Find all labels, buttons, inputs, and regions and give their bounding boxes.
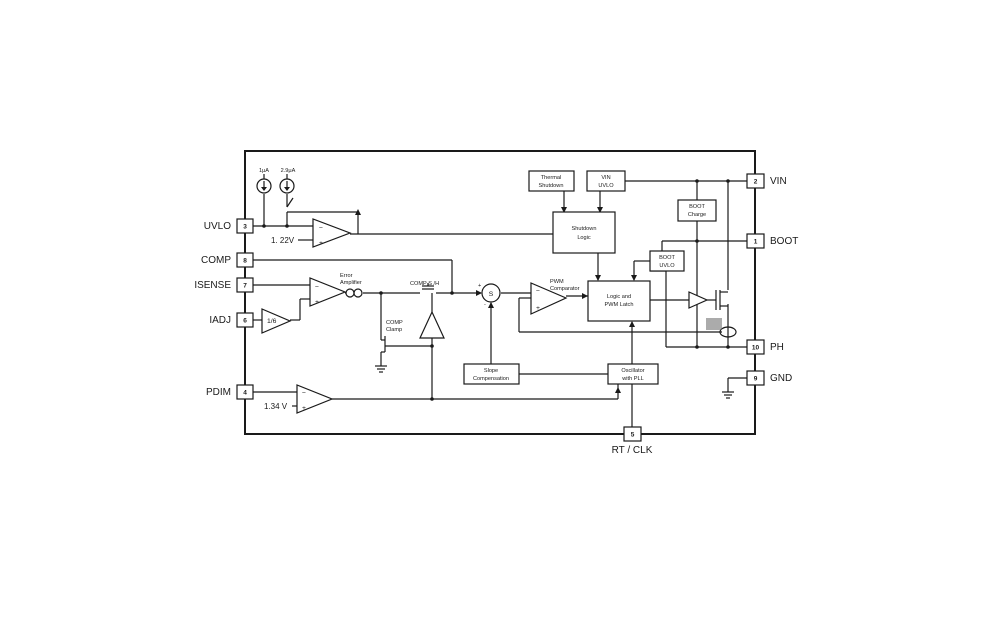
pin-boot-label: BOOT [770,236,798,247]
pdim-comp-plus: + [302,405,306,412]
wiring [253,180,747,427]
slope-comp-line2: Compensation [473,376,509,382]
pin-uvlo-number: 3 [243,224,247,231]
pwm-comparator-icon [530,282,568,315]
error-amplifier-icon [309,277,363,307]
boot-charge-line2: Charge [688,212,706,218]
junction-dots [262,179,730,401]
current-1ua-label: 1μA [259,168,269,174]
pdim-comp-minus: − [302,390,306,397]
logic-latch-line1: Logic and [607,294,631,300]
pin-rtclk-label: RT / CLK [612,445,653,456]
pin-vin-label: VIN [770,176,787,187]
pdim-comparator-icon [296,384,334,414]
vin-uvlo-block [586,170,626,192]
logic-pwm-latch-block [587,280,651,322]
pin-pdim-number: 4 [243,390,247,397]
pin-uvlo-label: UVLO [204,221,231,232]
pin-iadj-number: 6 [243,318,247,325]
slope-compensation-block [463,363,520,385]
comp-sh-label: COMP S /H [410,281,439,287]
current-source-2.9ua-icon [279,174,295,194]
pin-ph-box [746,339,765,355]
pin-uvlo-box [236,218,254,234]
thermal-shutdown-line1: Thermal [541,175,562,181]
uvlo-comp-minus: − [319,225,323,232]
thermal-shutdown-block [528,170,575,192]
oscillator-line2: with PLL [621,376,643,382]
vin-uvlo-line2: UVLO [598,183,614,189]
gate-driver-icon [688,291,709,309]
pwm-comp-minus: − [536,288,540,295]
oscillator-pll-block [607,363,659,385]
pin-boot-number: 1 [754,239,758,246]
comp-clamp-label-1: COMP [386,320,403,326]
pin-comp-box [236,252,254,268]
error-amp-minus: − [315,284,319,291]
pin-comp-number: 8 [243,258,247,265]
pin-vin-box [746,173,765,189]
logic-latch-line2: PWM Latch [605,302,634,308]
boot-charge-block [677,199,717,222]
pwm-comp-label-1: PWM [550,279,564,285]
pin-vin-number: 2 [754,179,758,186]
arrowheads [355,207,637,393]
pin-iadj-box [236,312,254,328]
iadj-divider-icon [261,308,292,334]
error-amp-label-2: Amplifier [340,280,362,286]
error-amp-label-1: Error [340,273,353,279]
comp-clamp-transistor-icon [381,336,386,353]
pin-ph-number: 10 [752,345,760,352]
summing-node-icon [481,283,501,303]
error-amp-plus: + [315,299,319,306]
pin-isense-number: 7 [243,283,247,290]
pin-ph-label: PH [770,342,784,353]
pin-boot-box [746,233,765,249]
iadj-gain-label: 1/6 [267,318,277,325]
summing-node-label: S [489,291,494,298]
boot-uvlo-line2: UVLO [659,263,675,269]
pin-isense-box [236,277,254,293]
slope-comp-line1: Slope [484,368,498,374]
high-side-mosfet-icon [706,318,722,330]
sum-plus-label: + [478,283,481,289]
pwm-comp-plus: + [536,305,540,312]
shutdown-logic-line2: Logic [577,235,591,241]
pin-gnd-box [746,370,765,386]
pin-iadj-label: IADJ [209,315,231,326]
boot-uvlo-block [649,250,685,272]
pin-pdim-box [236,384,254,400]
pdim-reference-label: 1.34 V [264,402,288,411]
vin-uvlo-line1: VIN [601,175,610,181]
pin-rtclk-box [623,426,642,442]
pin-pdim-label: PDIM [206,387,231,398]
pin-rtclk-number: 5 [631,432,635,439]
uvlo-reference-label: 1. 22V [271,236,295,245]
sh-buffer-icon [419,310,445,339]
thermal-shutdown-line2: Shutdown [539,183,564,189]
uvlo-comp-plus: + [319,240,323,247]
sum-minus-label: - [484,302,486,308]
current-2.9ua-label: 2.9μA [281,168,296,174]
uvlo-comparator-icon [312,218,352,248]
pwm-comp-label-2: Comparator [550,286,580,292]
comp-clamp-label-2: Clamp [386,327,402,333]
boot-charge-line1: BOOT [689,204,705,210]
shutdown-logic-block [552,211,616,254]
pin-isense-label: ISENSE [194,280,231,291]
current-source-1ua-icon [256,174,272,194]
shutdown-logic-line1: Shutdown [572,226,597,232]
pin-gnd-number: 9 [754,376,758,383]
oscillator-line1: Oscillator [621,368,644,374]
pin-comp-label: COMP [201,255,231,266]
pin-gnd-label: GND [770,373,792,384]
boot-uvlo-line1: BOOT [659,255,675,261]
